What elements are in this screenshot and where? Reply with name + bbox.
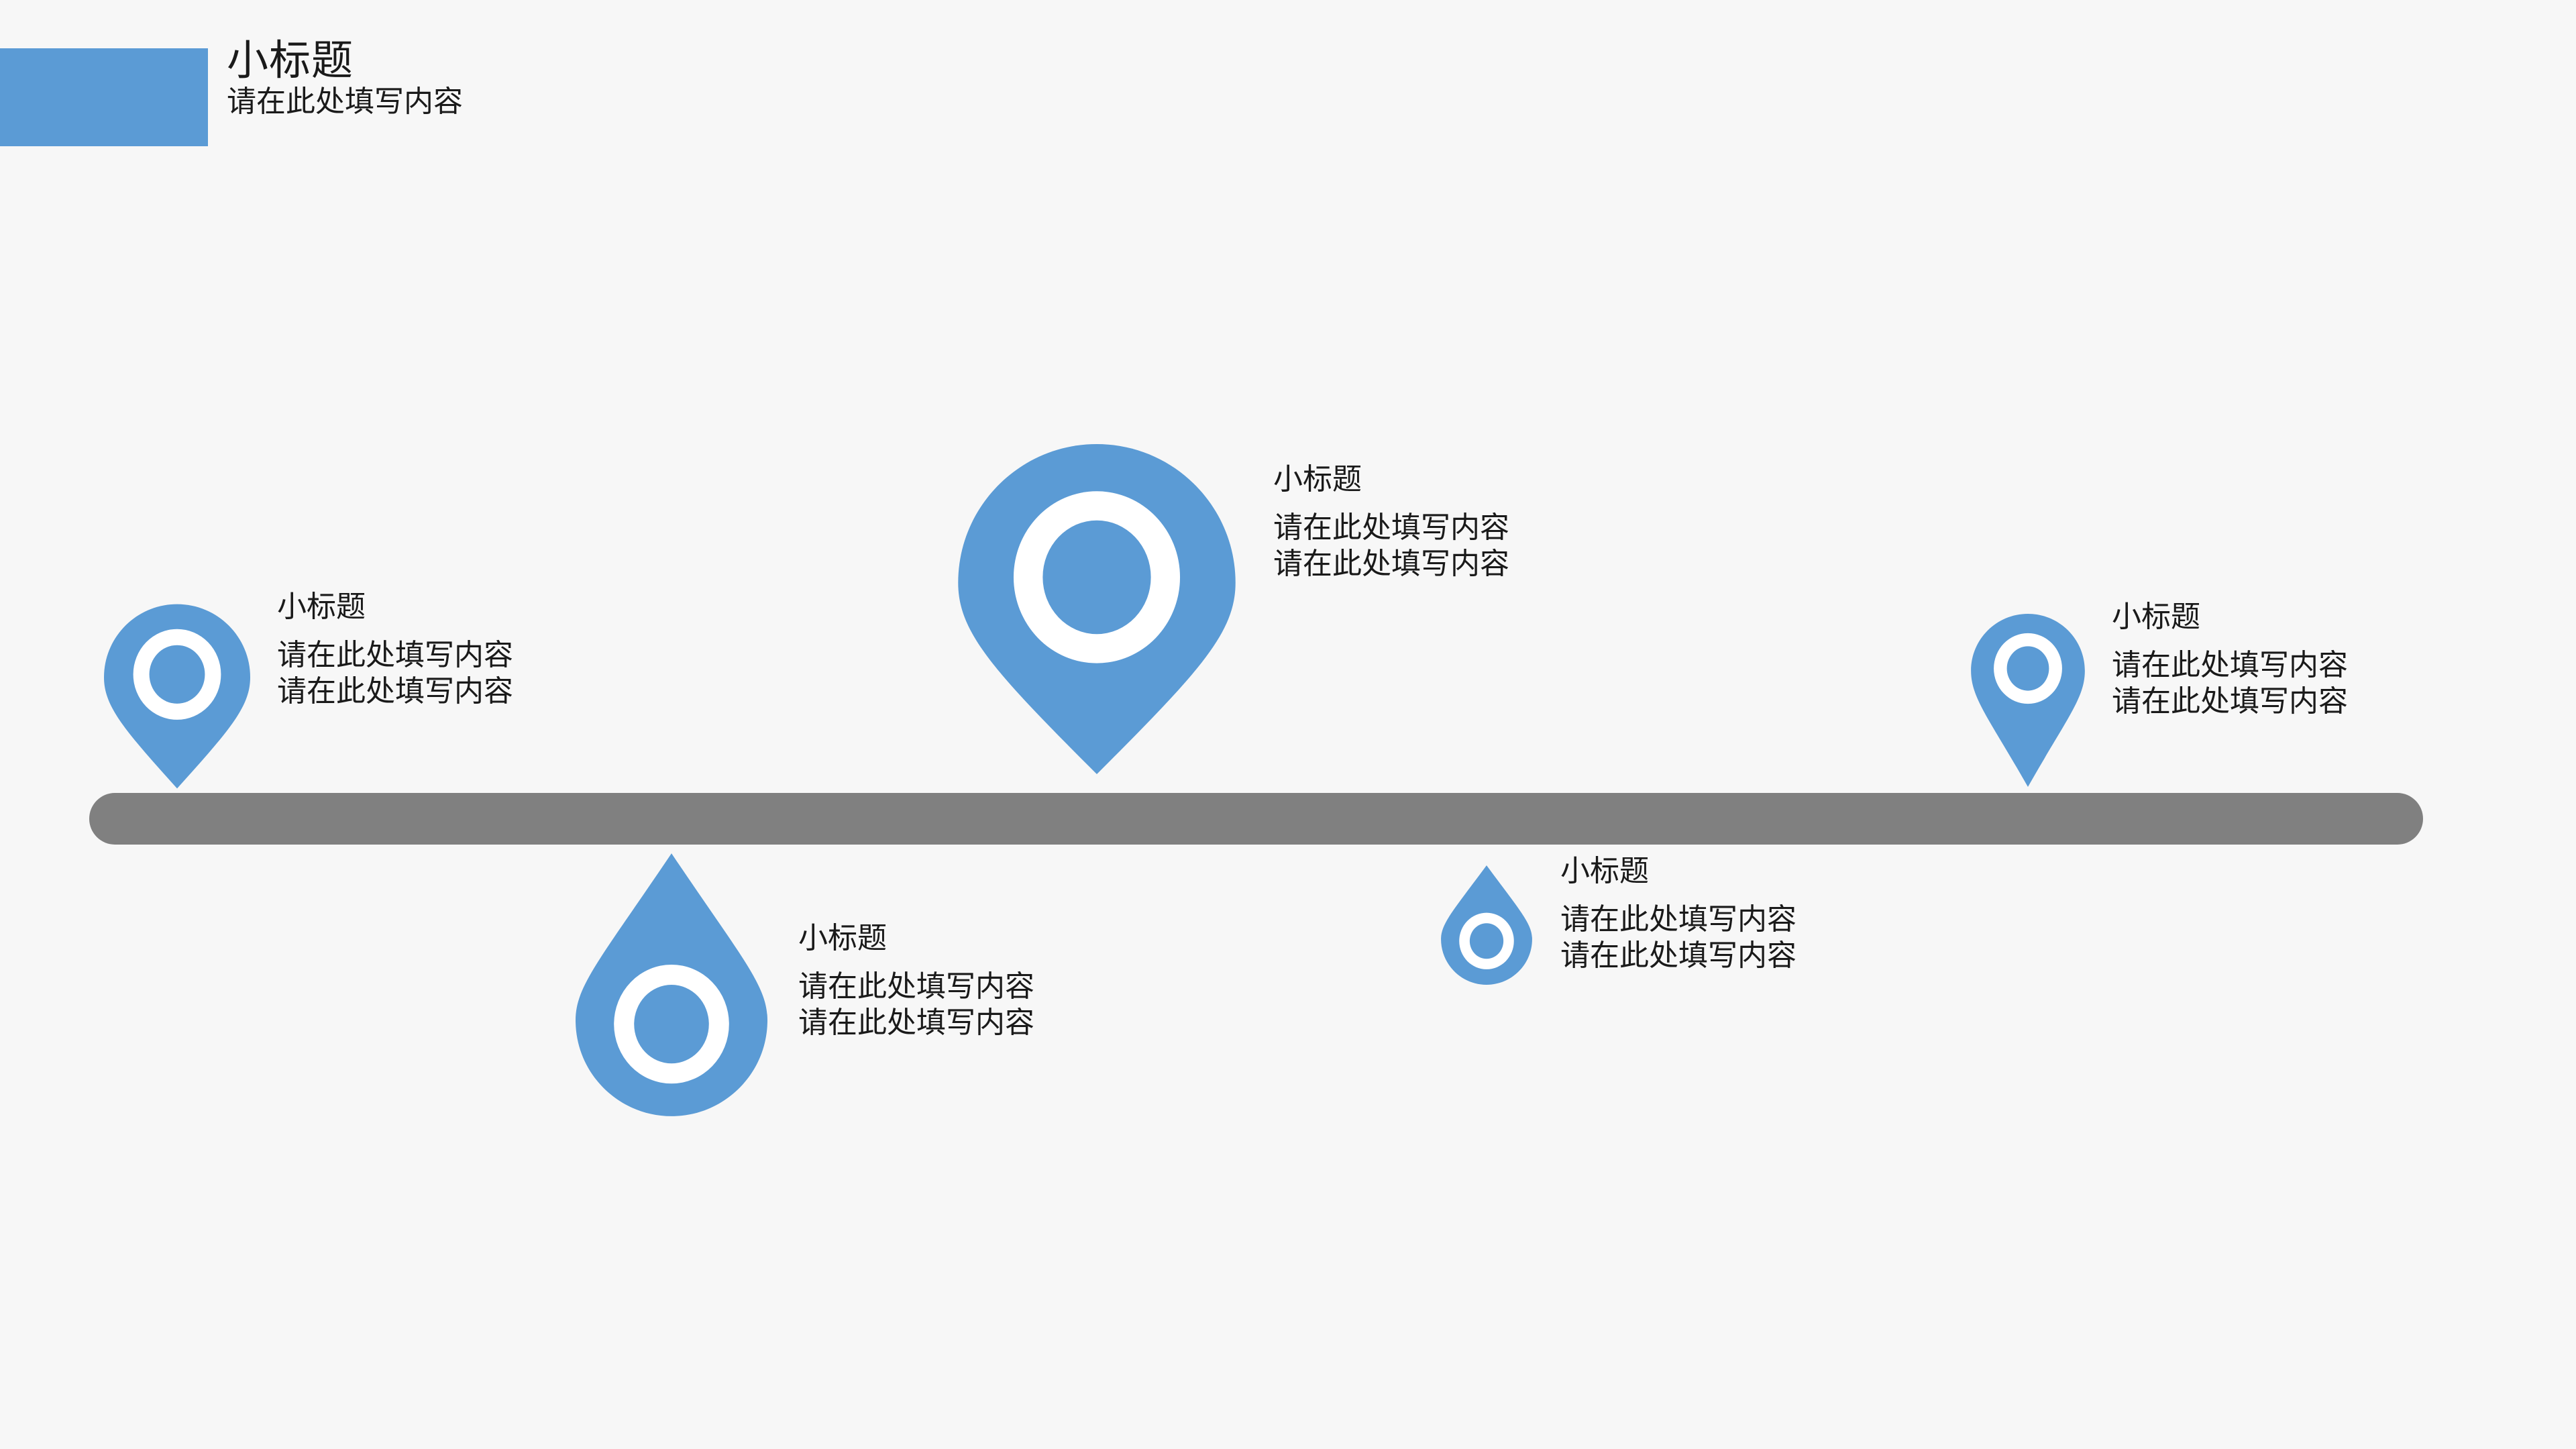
marker-title: 小标题 [277,590,366,623]
marker-line-1: 请在此处填写内容 [1560,903,1796,936]
marker-line-2: 请在此处填写内容 [277,675,513,708]
map-pin-icon[interactable] [576,853,767,1116]
map-pin-icon[interactable] [958,444,1236,774]
timeline-marker-3-label: 小标题 请在此处填写内容 请在此处填写内容 [2112,599,2348,720]
timeline-marker-4-label: 小标题 请在此处填写内容 请在此处填写内容 [798,920,1034,1041]
marker-line-1: 请在此处填写内容 [798,970,1034,1003]
timeline-marker-5-label: 小标题 请在此处填写内容 请在此处填写内容 [1560,853,1796,974]
header-text-block: 小标题 请在此处填写内容 [227,38,1166,119]
page-title: 小标题 [227,38,354,84]
marker-line-2: 请在此处填写内容 [2112,685,2348,718]
marker-title: 小标题 [1273,463,1362,496]
map-pin-icon[interactable] [1441,865,1532,985]
marker-line-2: 请在此处填写内容 [1273,547,1509,580]
marker-title: 小标题 [798,922,887,955]
marker-line-2: 请在此处填写内容 [798,1006,1034,1039]
marker-title: 小标题 [1560,855,1649,888]
page-subtitle: 请在此处填写内容 [227,85,463,118]
marker-line-2: 请在此处填写内容 [1560,939,1796,972]
timeline-marker-2-label: 小标题 请在此处填写内容 请在此处填写内容 [1273,462,1509,582]
map-pin-icon[interactable] [104,604,250,789]
marker-line-1: 请在此处填写内容 [2112,649,2348,682]
timeline-marker-1-label: 小标题 请在此处填写内容 请在此处填写内容 [277,589,513,710]
timeline-bar [89,793,2423,845]
marker-title: 小标题 [2112,600,2200,633]
header-accent-rectangle [0,48,208,146]
marker-line-1: 请在此处填写内容 [1273,511,1509,544]
map-pin-icon[interactable] [1971,614,2085,787]
marker-line-1: 请在此处填写内容 [277,639,513,672]
